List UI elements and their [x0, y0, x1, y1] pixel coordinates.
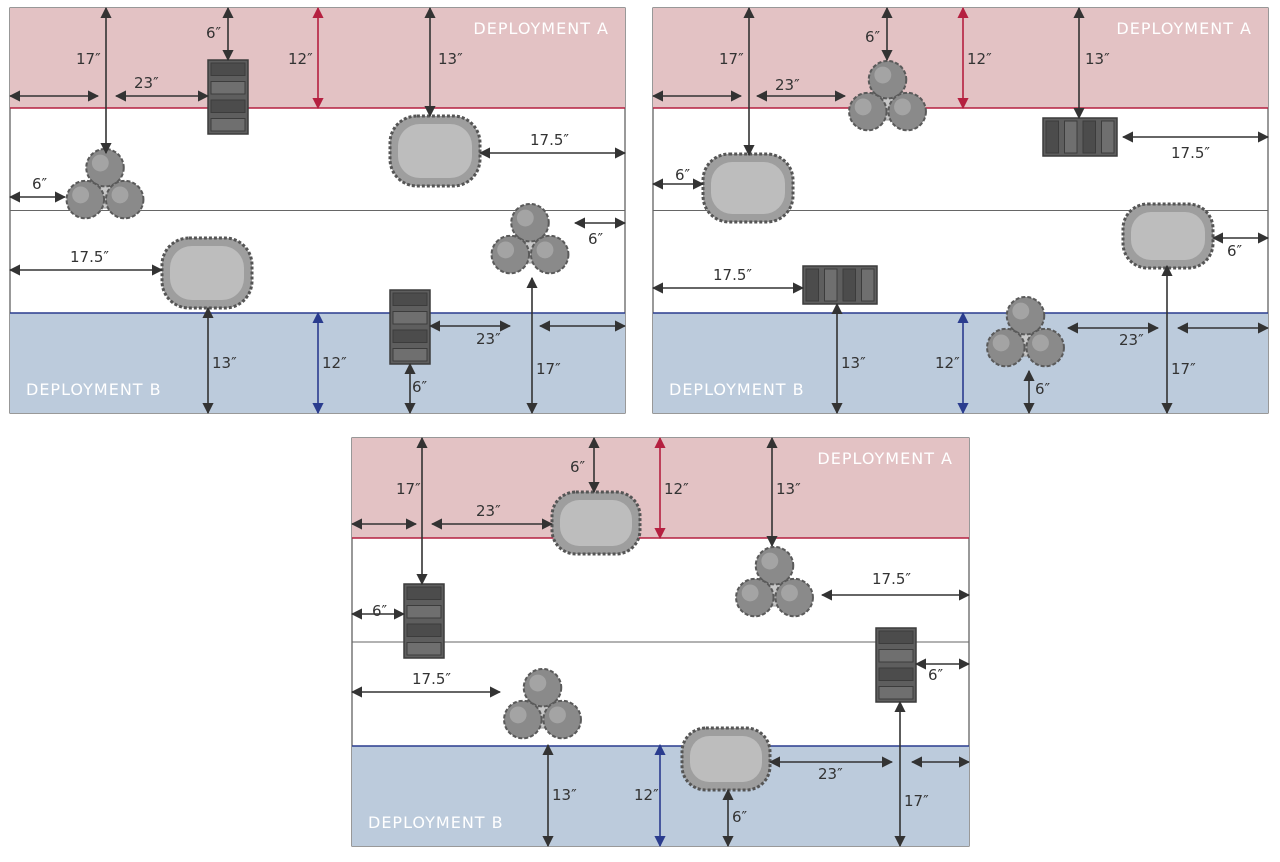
dimension-label: 13″ — [212, 354, 237, 372]
dimension-label: 6″ — [588, 230, 604, 248]
dimension-label: 6″ — [928, 666, 944, 684]
dimension-label: 17.5″ — [713, 266, 752, 284]
rock-right-rock — [1121, 202, 1215, 270]
dimension-label: 6″ — [865, 28, 881, 46]
deployment-b-label: DEPLOYMENT B — [368, 813, 504, 832]
dimension-label: 12″ — [288, 50, 313, 68]
dimension-label: 6″ — [32, 175, 48, 193]
dimension-label: 23″ — [1119, 331, 1144, 349]
ruin-bottom-ruin — [389, 289, 431, 365]
dimension-label: 17.5″ — [1171, 144, 1210, 162]
dimension-label: 13″ — [438, 50, 463, 68]
dimension-label: 6″ — [570, 458, 586, 476]
dimension-label: 12″ — [634, 786, 659, 804]
dimension-label: 23″ — [476, 502, 501, 520]
dimension-label: 17.5″ — [70, 248, 109, 266]
dimension-label: 17.5″ — [530, 131, 569, 149]
dimension-label: 17″ — [904, 792, 929, 810]
rock-left-rock — [160, 236, 254, 310]
dimension-label: 17″ — [719, 50, 744, 68]
map-3: DEPLOYMENT A DEPLOYMENT B 17″ 6″ 23″ 12″ 13″ 17… — [350, 436, 971, 848]
dimension-label: 13″ — [552, 786, 577, 804]
rock-top-rock — [550, 490, 642, 556]
dimension-label: 6″ — [732, 808, 748, 826]
ruin-vertical-ruin — [207, 59, 249, 135]
dimension-label: 6″ — [1035, 380, 1051, 398]
trees-top-trees — [735, 545, 814, 618]
dimension-label: 6″ — [206, 24, 222, 42]
dimension-label: 13″ — [841, 354, 866, 372]
deployment-a-label: DEPLOYMENT A — [473, 19, 609, 38]
ruin-left-ruin — [403, 583, 445, 659]
ruin-right-ruin — [875, 627, 917, 703]
dimension-label: 23″ — [775, 76, 800, 94]
trees-left-trees — [65, 147, 145, 220]
dimension-label: 17″ — [536, 360, 561, 378]
dimension-label: 17″ — [1171, 360, 1196, 378]
dimension-label: 17.5″ — [412, 670, 451, 688]
rock-bottom-rock — [680, 726, 772, 792]
dimension-label: 13″ — [776, 480, 801, 498]
dimension-label: 12″ — [664, 480, 689, 498]
dimension-label: 6″ — [675, 166, 691, 184]
dimension-label: 12″ — [967, 50, 992, 68]
rock-top-rock — [388, 114, 482, 188]
trees-bottom-trees — [986, 295, 1065, 368]
deployment-b-label: DEPLOYMENT B — [669, 380, 805, 399]
deployment-b-label: DEPLOYMENT B — [26, 380, 162, 399]
dimension-label: 12″ — [935, 354, 960, 372]
trees-top-trees — [848, 59, 927, 132]
dimension-label: 12″ — [322, 354, 347, 372]
deployment-a-label: DEPLOYMENT A — [1116, 19, 1252, 38]
dimension-label: 6″ — [372, 602, 388, 620]
rock-left-rock — [701, 152, 795, 224]
dimension-label: 17″ — [396, 480, 421, 498]
dimension-label: 6″ — [1227, 242, 1243, 260]
trees-left-trees — [503, 667, 582, 740]
ruin-left-ruin — [802, 265, 878, 305]
trees-right-trees — [490, 202, 570, 275]
map-1: DEPLOYMENT A DEPLOYMENT B 17″ 6″ 23″ 12″ 13″ 17… — [8, 6, 627, 415]
dimension-label: 23″ — [134, 74, 159, 92]
map-2: DEPLOYMENT A DEPLOYMENT B 17″ 6″ 23″ 12″ 13″ 17… — [651, 6, 1270, 415]
dimension-label: 17.5″ — [872, 570, 911, 588]
dimension-label: 17″ — [76, 50, 101, 68]
dimension-label: 6″ — [412, 378, 428, 396]
dimension-label: 23″ — [818, 765, 843, 783]
dimension-label: 23″ — [476, 330, 501, 348]
dimension-label: 13″ — [1085, 50, 1110, 68]
deployment-a-label: DEPLOYMENT A — [817, 449, 953, 468]
ruin-top-ruin — [1042, 117, 1118, 157]
